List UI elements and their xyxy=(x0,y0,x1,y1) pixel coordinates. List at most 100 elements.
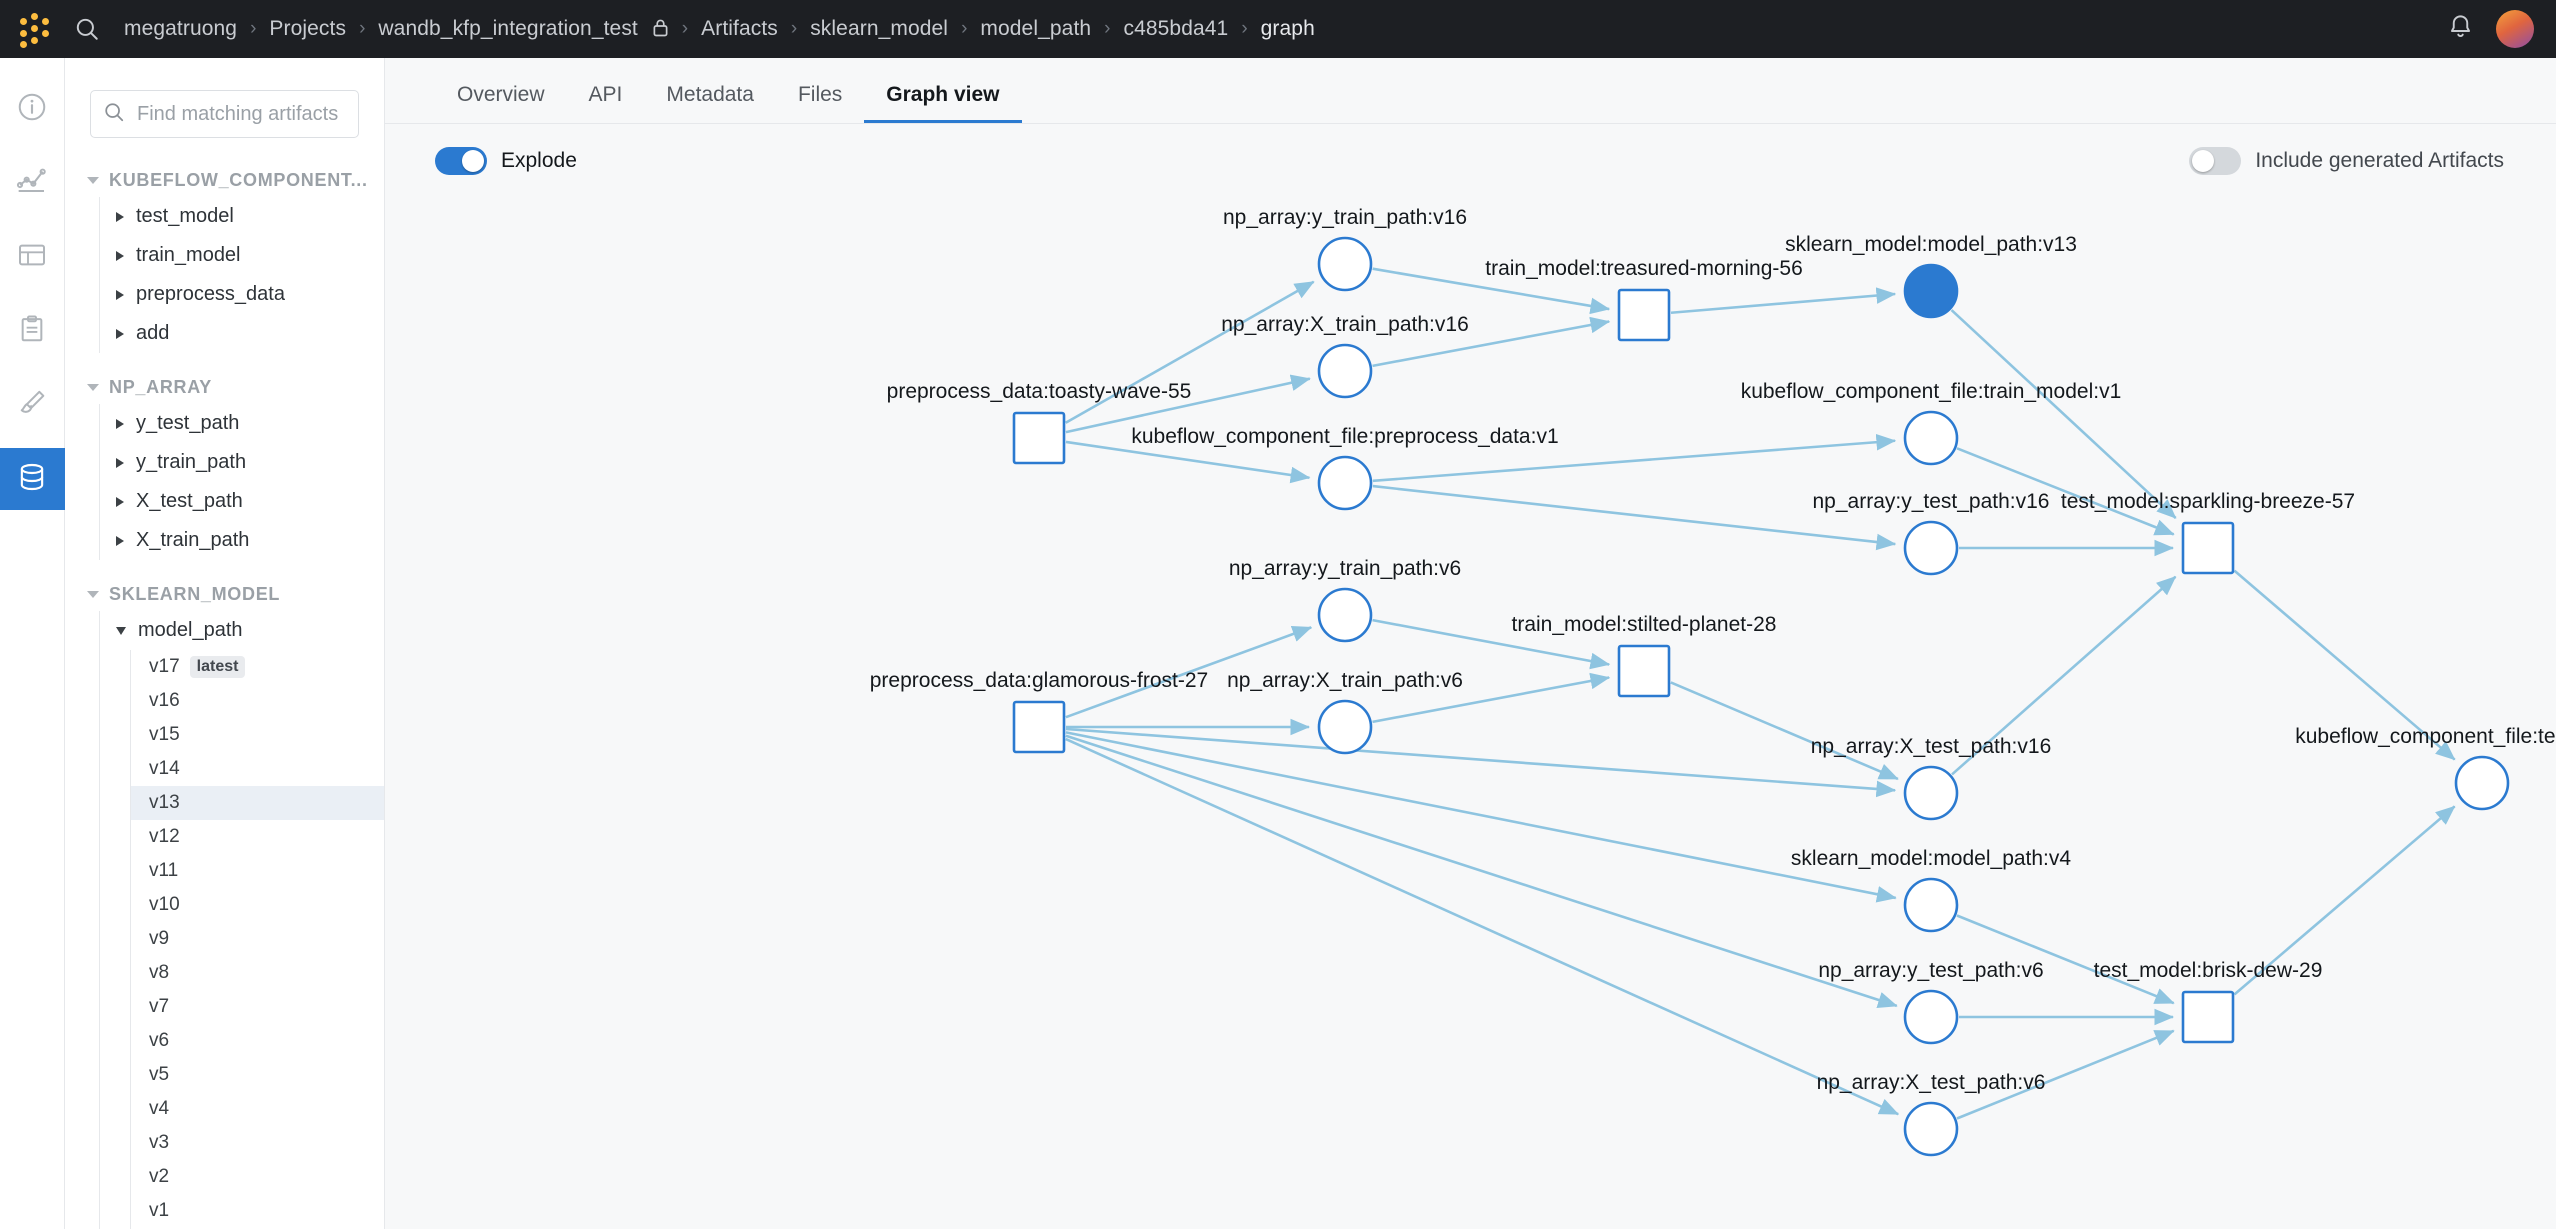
chevron-right-icon xyxy=(116,535,124,546)
artifact-group-kubeflow[interactable]: KUBEFLOW_COMPONENT... xyxy=(65,164,384,197)
rail-item-table[interactable] xyxy=(0,226,65,288)
breadcrumb-item-graph[interactable]: graph xyxy=(1260,17,1315,40)
tree-item-x-test-path[interactable]: X_test_path xyxy=(100,482,384,521)
rail-item-artifacts[interactable] xyxy=(0,448,65,510)
tree-item-preprocess-data[interactable]: preprocess_data xyxy=(100,275,384,314)
version-item-v7[interactable]: v7 xyxy=(131,990,384,1024)
breadcrumb-item-project[interactable]: wandb_kfp_integration_test xyxy=(376,17,670,41)
artifact-node-shape[interactable] xyxy=(1317,587,1373,643)
rail-item-info[interactable] xyxy=(0,78,65,140)
graph-edge xyxy=(1065,727,1897,798)
graph-node[interactable]: kubeflow_component_file:preprocess_data:… xyxy=(1131,425,1559,511)
tab-api[interactable]: API xyxy=(588,83,623,106)
rail-item-sweeps[interactable] xyxy=(0,374,65,436)
graph-node[interactable]: sklearn_model:model_path:v4 xyxy=(1791,847,2071,933)
include-generated-toggle[interactable] xyxy=(2189,147,2242,175)
dag-graph[interactable]: preprocess_data:toasty-wave-55 np_array:y… xyxy=(385,198,2556,1229)
breadcrumb-item-artifacts[interactable]: Artifacts xyxy=(701,17,778,40)
artifact-node-shape[interactable] xyxy=(1317,699,1373,755)
artifact-node-shape[interactable] xyxy=(1903,263,1959,319)
breadcrumb-item-artifact-name[interactable]: model_path xyxy=(980,17,1092,40)
tree-item-model-path[interactable]: model_path xyxy=(100,611,384,650)
artifact-node-shape[interactable] xyxy=(2454,755,2510,811)
tree-item-train-model[interactable]: train_model xyxy=(100,236,384,275)
artifact-group-sklearn-model[interactable]: SKLEARN_MODEL xyxy=(65,578,384,611)
graph-node[interactable]: train_model:stilted-planet-28 xyxy=(1512,613,1777,698)
version-item-v10[interactable]: v10 xyxy=(131,888,384,922)
run-node-shape[interactable] xyxy=(2181,990,2235,1044)
artifact-node-shape[interactable] xyxy=(1317,455,1373,511)
version-item-v17[interactable]: v17 latest xyxy=(131,650,384,684)
run-node-shape[interactable] xyxy=(1617,644,1671,698)
artifact-node-shape[interactable] xyxy=(1903,1101,1959,1157)
version-item-v15[interactable]: v15 xyxy=(131,718,384,752)
explode-toggle[interactable] xyxy=(435,147,487,175)
wandb-logo[interactable] xyxy=(16,12,50,48)
breadcrumb-item-artifact-type[interactable]: sklearn_model xyxy=(810,17,949,40)
artifact-node-shape[interactable] xyxy=(1317,343,1373,399)
artifact-node-shape[interactable] xyxy=(1903,520,1959,576)
artifact-node-shape[interactable] xyxy=(1903,877,1959,933)
artifact-node-shape[interactable] xyxy=(1903,410,1959,466)
graph-node[interactable]: kubeflow_component_file:test_model:v1 xyxy=(2295,725,2556,811)
version-item-v2[interactable]: v2 xyxy=(131,1160,384,1194)
graph-node[interactable]: np_array:y_test_path:v16 xyxy=(1813,490,2050,576)
tab-graph-view[interactable]: Graph view xyxy=(864,83,1021,123)
graph-node[interactable]: np_array:y_train_path:v16 xyxy=(1223,206,1467,292)
search-input[interactable] xyxy=(135,101,346,127)
version-item-v3[interactable]: v3 xyxy=(131,1126,384,1160)
tab-overview[interactable]: Overview xyxy=(457,83,545,106)
tree-item-test-model[interactable]: test_model xyxy=(100,197,384,236)
graph-node[interactable]: np_array:y_train_path:v6 xyxy=(1229,557,1461,643)
graph-node[interactable]: test_model:sparkling-breeze-57 xyxy=(2061,490,2355,575)
search-icon[interactable] xyxy=(74,16,100,42)
artifact-group-np-array[interactable]: NP_ARRAY xyxy=(65,371,384,404)
artifact-search[interactable] xyxy=(90,90,359,138)
run-node-shape[interactable] xyxy=(1012,700,1066,754)
search-icon xyxy=(103,101,125,128)
graph-node[interactable]: test_model:brisk-dew-29 xyxy=(2094,959,2323,1044)
artifact-node-shape[interactable] xyxy=(1903,765,1959,821)
graph-node[interactable]: np_array:X_test_path:v6 xyxy=(1817,1071,2046,1157)
bell-icon[interactable] xyxy=(2447,13,2474,45)
avatar[interactable] xyxy=(2496,10,2534,48)
version-item-v12[interactable]: v12 xyxy=(131,820,384,854)
run-node-shape[interactable] xyxy=(1617,288,1671,342)
graph-node[interactable]: np_array:X_train_path:v16 xyxy=(1221,313,1469,399)
breadcrumb-item-entity[interactable]: megatruong xyxy=(124,17,238,40)
tree-item-y-train-path[interactable]: y_train_path xyxy=(100,443,384,482)
graph-canvas[interactable]: preprocess_data:toasty-wave-55 np_array:y… xyxy=(385,198,2556,1229)
version-item-v14[interactable]: v14 xyxy=(131,752,384,786)
run-node-shape[interactable] xyxy=(2181,521,2235,575)
graph-node[interactable]: train_model:treasured-morning-56 xyxy=(1485,257,1803,342)
artifact-group-label: NP_ARRAY xyxy=(109,377,212,397)
version-item-v16[interactable]: v16 xyxy=(131,684,384,718)
breadcrumb-item-projects[interactable]: Projects xyxy=(269,17,347,40)
graph-node[interactable]: preprocess_data:toasty-wave-55 xyxy=(887,380,1192,465)
version-item-v13[interactable]: v13 xyxy=(131,786,384,820)
rail-item-charts[interactable] xyxy=(0,152,65,214)
artifact-node-shape[interactable] xyxy=(1317,236,1373,292)
version-item-v9[interactable]: v9 xyxy=(131,922,384,956)
tab-metadata[interactable]: Metadata xyxy=(666,83,754,106)
version-item-v8[interactable]: v8 xyxy=(131,956,384,990)
graph-node[interactable]: np_array:X_test_path:v16 xyxy=(1811,735,2052,821)
graph-node[interactable]: np_array:X_train_path:v6 xyxy=(1227,669,1463,755)
graph-node[interactable]: sklearn_model:model_path:v13 xyxy=(1785,233,2077,319)
version-item-v11[interactable]: v11 xyxy=(131,854,384,888)
graph-node[interactable]: preprocess_data:glamorous-frost-27 xyxy=(870,669,1209,754)
tab-files[interactable]: Files xyxy=(797,83,843,106)
version-item-v5[interactable]: v5 xyxy=(131,1058,384,1092)
version-item-v4[interactable]: v4 xyxy=(131,1092,384,1126)
artifact-node-shape[interactable] xyxy=(1903,989,1959,1045)
graph-node[interactable]: kubeflow_component_file:train_model:v1 xyxy=(1741,380,2122,466)
tree-item-y-test-path[interactable]: y_test_path xyxy=(100,404,384,443)
tree-item-x-train-path[interactable]: X_train_path xyxy=(100,521,384,560)
version-item-v1[interactable]: v1 xyxy=(131,1194,384,1228)
version-item-v6[interactable]: v6 xyxy=(131,1024,384,1058)
graph-node[interactable]: np_array:y_test_path:v6 xyxy=(1818,959,2044,1045)
rail-item-reports[interactable] xyxy=(0,300,65,362)
breadcrumb-item-artifact-hash[interactable]: c485bda41 xyxy=(1123,17,1229,40)
run-node-shape[interactable] xyxy=(1012,411,1066,465)
tree-item-add[interactable]: add xyxy=(100,314,384,353)
